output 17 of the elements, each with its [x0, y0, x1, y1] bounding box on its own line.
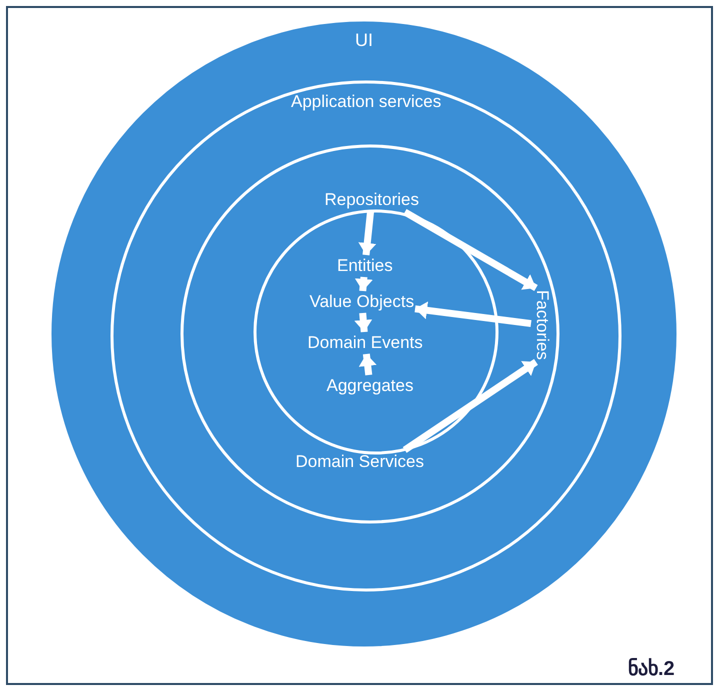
figure-number: ნახ.2 — [628, 657, 675, 681]
layer-label: Application services — [291, 92, 442, 112]
arrow — [354, 312, 372, 332]
layer-label: Entities — [337, 256, 393, 276]
layer-label: Repositories — [324, 190, 419, 210]
layer-label: Domain Events — [308, 333, 423, 353]
arrow — [358, 354, 377, 376]
arrow — [354, 276, 373, 292]
arrow — [403, 208, 538, 292]
layer-label: UI — [355, 30, 373, 50]
layer-label: Factories — [532, 290, 552, 360]
arrow — [358, 210, 376, 256]
layer-label: Aggregates — [326, 376, 414, 396]
layer-label: Domain Services — [296, 452, 424, 472]
arrow — [402, 359, 538, 453]
arrow — [414, 301, 532, 328]
layer-label: Value Objects — [310, 292, 414, 312]
